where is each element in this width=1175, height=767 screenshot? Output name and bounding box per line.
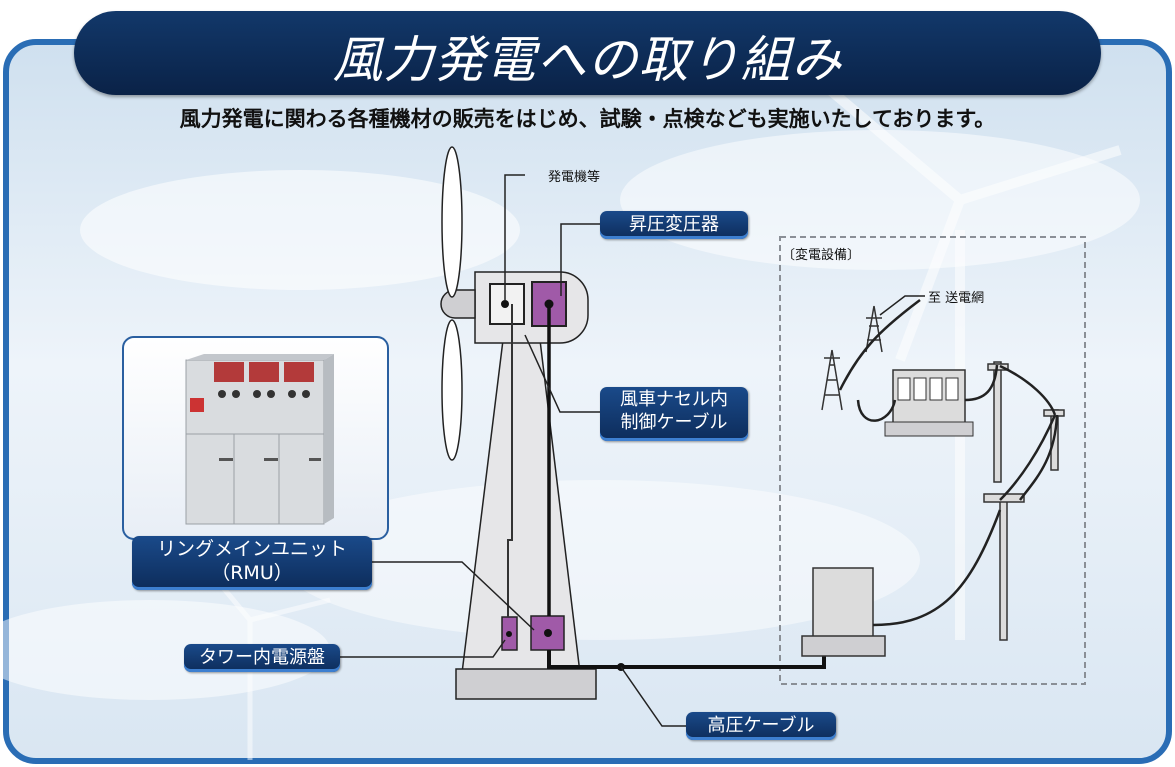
substation-transformer: [884, 369, 974, 437]
tower-panel-text: タワー内電源盤: [199, 647, 325, 668]
tower-panel-label: タワー内電源盤: [184, 644, 340, 672]
page-title: 風力発電への取り組み: [332, 31, 843, 89]
blade-upper: [441, 146, 463, 298]
cloud: [620, 130, 1140, 270]
control-cable: [507, 304, 513, 617]
hv-cable-label: 高圧ケーブル: [686, 712, 836, 740]
rmu-line1: リングメインユニット: [156, 538, 347, 560]
generator-label: 発電機等: [548, 170, 601, 185]
rmu-photo-illustration: [185, 354, 334, 525]
transmission-tower: [821, 305, 883, 411]
step-up-transformer-text: 昇圧変圧器: [629, 214, 719, 235]
title-banner: 風力発電への取り組み: [74, 11, 1101, 95]
cloud: [0, 600, 330, 700]
rmu-label: リングメインユニット （RMU）: [132, 536, 372, 590]
substation-boundary: [779, 236, 1086, 685]
step-up-transformer-label: 昇圧変圧器: [600, 211, 748, 239]
nacelle-cable-line1: 風車ナセル内: [620, 389, 728, 410]
nacelle-cable-line2: 制御ケーブル: [620, 411, 728, 433]
nacelle-cable-label: 風車ナセル内 制御ケーブル: [600, 387, 748, 441]
hv-cable-text: 高圧ケーブル: [707, 715, 815, 736]
cloud: [280, 480, 920, 640]
substation-switchgear: [801, 567, 886, 657]
rmu-line2: （RMU）: [211, 561, 293, 584]
tower-base: [455, 668, 597, 700]
hub: [440, 289, 476, 319]
substation-label: 〔変電設備〕: [782, 248, 861, 263]
subtitle: 風力発電に関わる各種機材の販売をはじめ、試験・点検なども実施いたしております。: [179, 107, 996, 131]
distribution-lines: [838, 299, 1059, 627]
cloud: [80, 170, 520, 290]
to-grid-label: 至 送電網: [928, 291, 985, 306]
rmu-photo: [122, 336, 389, 540]
blade-lower: [441, 319, 463, 461]
